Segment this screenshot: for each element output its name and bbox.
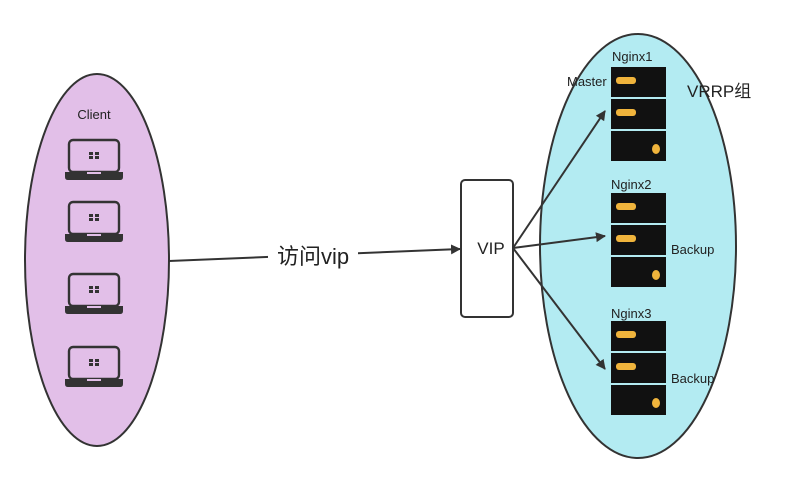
nginx3-role: Backup <box>671 371 714 386</box>
vip-label: VIP <box>477 239 504 258</box>
vrrp-group-label: VRRP组 <box>687 82 751 101</box>
vip-to-nginx1-arrow <box>512 110 606 249</box>
vrrp-group: VRRP组 Nginx1 Master Nginx2 Backup Nginx3… <box>539 33 751 459</box>
server-rack-icon <box>611 193 666 287</box>
nginx3-node: Nginx3 Backup <box>611 306 714 415</box>
nginx2-name: Nginx2 <box>611 177 651 192</box>
vip-to-nginx3-arrow <box>512 247 606 370</box>
edge-label: 访问vip <box>277 244 349 269</box>
client-label: Client <box>77 107 111 122</box>
vip-node: VIP <box>460 179 514 318</box>
edge-label-background <box>268 241 358 271</box>
nginx3-name: Nginx3 <box>611 306 651 321</box>
client-group: Client <box>24 73 170 447</box>
nginx2-role: Backup <box>671 242 714 257</box>
nginx2-node: Nginx2 Backup <box>611 177 714 287</box>
server-rack-icon <box>611 67 666 161</box>
nginx1-name: Nginx1 <box>612 49 652 64</box>
server-rack-icon <box>611 321 666 415</box>
nginx1-role: Master <box>567 74 607 89</box>
nginx1-node: Nginx1 Master <box>567 49 666 161</box>
vip-to-nginx2-arrow <box>512 232 606 249</box>
client-group-ellipse <box>24 73 170 447</box>
